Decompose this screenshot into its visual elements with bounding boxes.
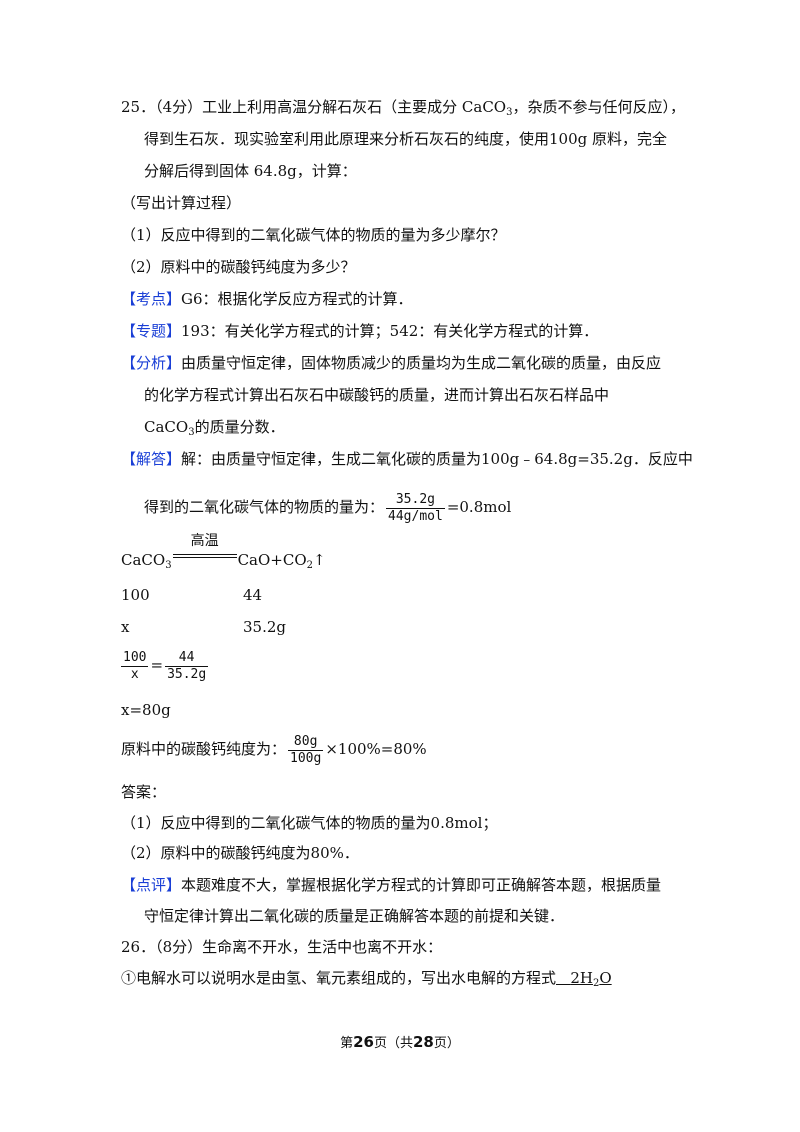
ratio-row2-left: x (121, 618, 130, 636)
kaodian-text: G6：根据化学反应方程式的计算． (181, 290, 413, 308)
zhuanti-text: 193：有关化学方程式的计算；542：有关化学方程式的计算． (181, 322, 599, 340)
jieda-tag: 【解答】 (121, 450, 182, 468)
zhuanti-tag: 【专题】 (121, 322, 182, 340)
q25-line4: （写出计算过程） (121, 194, 242, 212)
answer-1: （1）反应中得到的二氧化碳气体的物质的量为0.8mol； (121, 814, 498, 832)
dianping-line1: 【点评】本题难度不大，掌握根据化学方程式的计算即可正确解答本题，根据质量 (121, 876, 662, 894)
q25-question2: （2）原料中的碳酸钙纯度为多少？ (121, 258, 356, 276)
dianping-tag: 【点评】 (121, 876, 182, 894)
page-number: 26 (353, 1033, 374, 1051)
q25-question1: （1）反应中得到的二氧化碳气体的物质的量为多少摩尔？ (121, 226, 506, 244)
q26-line2: ①电解水可以说明水是由氢、氧元素组成的，写出水电解的方程式 2H2O (121, 969, 612, 989)
reaction-condition: 高温 (172, 533, 237, 565)
q25-line2: 得到生石灰．现实验室利用此原理来分析石灰石的纯度，使用100g 原料，完全 (144, 130, 668, 148)
kaodian-tag: 【考点】 (121, 290, 182, 308)
q26-answer-blank: 2H2O (570, 969, 612, 989)
answer-label: 答案： (121, 783, 167, 801)
ratio-row2-right: 35.2g (243, 618, 287, 636)
zhuanti-line: 【专题】193：有关化学方程式的计算；542：有关化学方程式的计算． (121, 321, 598, 341)
ratio-row1-right: 44 (243, 586, 263, 604)
q25-line1: 25．（4分）工业上利用高温分解石灰石（主要成分 CaCO3，杂质不参与任何反应… (121, 98, 685, 118)
jieda-line1: 【解答】解：由质量守恒定律，生成二氧化碳的质量为100g﹣64.8g=35.2g… (121, 450, 693, 468)
page-footer: 第26页（共28页） (340, 1033, 460, 1051)
page-total: 28 (413, 1033, 434, 1051)
x-result: x=80g (121, 701, 171, 719)
fenxi-tag: 【分析】 (121, 354, 182, 372)
ratio-row1-left: 100 (121, 586, 150, 604)
answer-2: （2）原料中的碳酸钙纯度为80%． (121, 844, 359, 862)
kaodian-line: 【考点】G6：根据化学反应方程式的计算． (121, 289, 413, 309)
fenxi-line1: 【分析】由质量守恒定律，固体物质减少的质量均为生成二氧化碳的质量，由反应 (121, 354, 662, 372)
q25-line3: 分解后得到固体 64.8g，计算： (144, 162, 357, 180)
fenxi-line3: CaCO3的质量分数． (144, 418, 285, 438)
fenxi-line2: 的化学方程式计算出石灰石中碳酸钙的质量，进而计算出石灰石样品中 (144, 386, 610, 404)
q26-line1: 26．（8分）生命离不开水，生活中也离不开水： (121, 938, 443, 956)
dianping-line2: 守恒定律计算出二氧化碳的质量是正确解答本题的前提和关键． (144, 907, 565, 925)
